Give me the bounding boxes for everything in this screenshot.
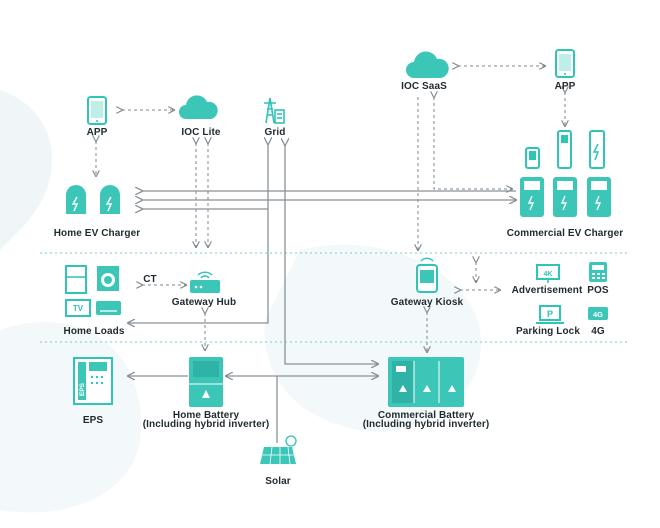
- eps-vertical-text: EPS: [79, 382, 86, 396]
- label-parking-lock: Parking Lock: [516, 326, 580, 337]
- home-ev-charger-icon: [66, 185, 120, 214]
- label-app-left: APP: [86, 127, 108, 138]
- gateway-hub-icon: [190, 271, 220, 293]
- power-lines: [128, 144, 516, 443]
- label-grid: Grid: [264, 127, 286, 138]
- advertisement-screen-icon: [536, 264, 560, 283]
- tv-icon-label: TV: [73, 304, 84, 313]
- parking-p-letter: P: [547, 309, 553, 319]
- gateway-kiosk-icon: [416, 257, 438, 293]
- label-pos: POS: [587, 285, 609, 296]
- label-home-loads: Home Loads: [63, 326, 125, 337]
- solar-panel-icon: [260, 435, 297, 465]
- commercial-ev-charger-icon: [520, 130, 611, 217]
- label-solar: Solar: [265, 476, 291, 487]
- label-home-battery: Home Battery: [172, 410, 240, 421]
- label-commercial-battery: Commercial Battery: [377, 410, 475, 421]
- 4g-badge-icon: [588, 307, 608, 320]
- cloud-icon-ioc-saas: [406, 51, 449, 78]
- 4g-badge-text: 4G: [593, 310, 603, 319]
- label-home-battery-note: (Including hybrid inverter): [142, 419, 270, 430]
- cloud-icon-ioc-lite: [179, 95, 218, 119]
- pos-terminal-icon: [589, 262, 607, 282]
- label-advertisement: Advertisement: [511, 285, 583, 296]
- label-commercial-ev-charger: Commercial EV Charger: [506, 228, 624, 239]
- label-commercial-battery-note: (Including hybrid inverter): [362, 419, 490, 430]
- label-ct: CT: [143, 274, 157, 285]
- label-4g: 4G: [591, 326, 605, 337]
- commercial-battery-icon: [388, 357, 464, 407]
- label-gateway-kiosk: Gateway Kiosk: [390, 297, 464, 308]
- phone-icon-right: [555, 49, 575, 78]
- eps-unit-icon: [73, 357, 113, 405]
- parking-lock-icon: [536, 305, 564, 324]
- 4k-icon-label: 4K: [544, 271, 553, 278]
- phone-icon-left: [87, 96, 107, 125]
- home-battery-icon: [189, 357, 223, 407]
- label-home-ev-charger: Home EV Charger: [53, 228, 141, 239]
- label-ioc-lite: IOC Lite: [181, 127, 221, 138]
- label-ioc-saas: IOC SaaS: [401, 81, 447, 92]
- label-eps: EPS: [82, 415, 104, 426]
- grid-tower-icon: [264, 97, 285, 124]
- label-app-right: APP: [554, 81, 576, 92]
- communication-links: [96, 66, 565, 352]
- home-loads-icon: [65, 265, 121, 317]
- label-gateway-hub: Gateway Hub: [171, 297, 237, 308]
